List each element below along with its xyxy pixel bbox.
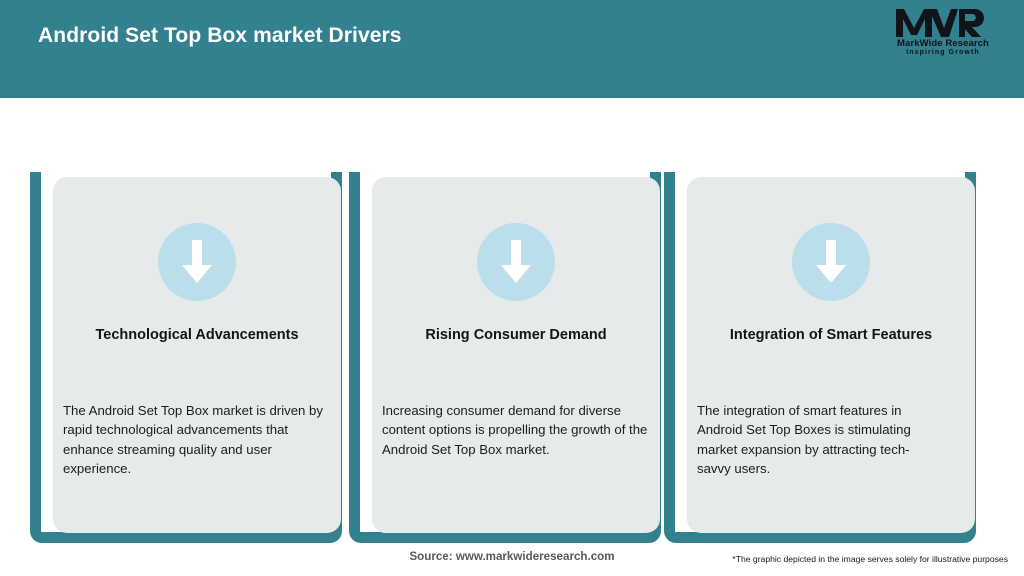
down-arrow-icon: [158, 223, 236, 301]
page-header: Android Set Top Box market Drivers MarkW…: [0, 0, 1024, 98]
logo-tagline: Inspiring Growth: [906, 49, 980, 56]
driver-card-3: Integration of Smart Features The integr…: [664, 98, 976, 544]
card-title: Integration of Smart Features: [729, 327, 933, 343]
disclaimer-label: *The graphic depicted in the image serve…: [732, 554, 1008, 564]
card-body-text: The Android Set Top Box market is driven…: [63, 403, 323, 477]
drivers-card-row: Technological Advancements The Android S…: [0, 98, 1024, 543]
brand-logo: MarkWide Research Inspiring Growth: [884, 8, 1002, 62]
card-title: Rising Consumer Demand: [425, 327, 607, 343]
card-title: Technological Advancements: [95, 327, 299, 343]
card-panel: Rising Consumer Demand Increasing consum…: [372, 177, 660, 533]
down-arrow-icon: [792, 223, 870, 301]
logo-company-name: MarkWide Research: [897, 38, 989, 49]
source-label: Source: www.markwideresearch.com: [409, 550, 615, 563]
driver-card-1: Technological Advancements The Android S…: [30, 98, 342, 544]
card-panel: Integration of Smart Features The integr…: [687, 177, 975, 533]
page-footer: Source: www.markwideresearch.com *The gr…: [0, 538, 1024, 576]
mwr-logo-icon: [896, 8, 990, 38]
card-body-text: Increasing consumer demand for diverse c…: [382, 403, 648, 457]
page-title: Android Set Top Box market Drivers: [38, 24, 402, 47]
down-arrow-icon: [477, 223, 555, 301]
driver-card-2: Rising Consumer Demand Increasing consum…: [349, 98, 661, 544]
card-panel: Technological Advancements The Android S…: [53, 177, 341, 533]
card-body-text: The integration of smart features in And…: [697, 403, 911, 477]
